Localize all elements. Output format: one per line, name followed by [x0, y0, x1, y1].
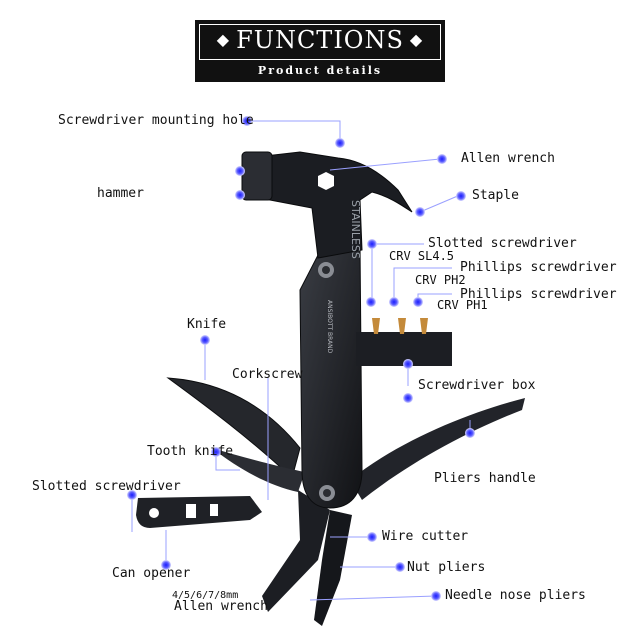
marker-dot-icon: [235, 190, 245, 200]
marker-dot-icon: [431, 591, 441, 601]
can-opener-arm: [136, 496, 262, 528]
marker-dot-icon: [415, 207, 425, 217]
tool-brand: ANSIBOTT BRAND: [326, 300, 333, 354]
marker-dot-icon: [335, 138, 345, 148]
code-crv-ph2: CRV PH2: [415, 273, 466, 287]
leader-line: [393, 267, 452, 302]
pliers-handle: [350, 398, 525, 500]
marker-dot-icon: [242, 116, 252, 126]
label-staple: Staple: [472, 188, 519, 203]
code-crv-ph1: CRV PH1: [437, 298, 488, 312]
banner-title-text: FUNCTIONS: [236, 26, 404, 54]
marker-dot-icon: [403, 393, 413, 403]
label-knife: Knife: [187, 317, 227, 332]
label-phillips-screwdriver-1: Phillips screwdriver: [460, 260, 617, 275]
marker-dot-icon: [389, 297, 399, 307]
marker-dot-icon: [413, 297, 423, 307]
label-tooth-knife: Tooth knife: [147, 444, 234, 459]
leader-line: [329, 158, 441, 171]
diamond-icon: ◆: [216, 30, 231, 49]
knife-blade: [166, 377, 301, 479]
label-screwdriver-box: Screwdriver box: [418, 378, 536, 393]
banner-title: ◆ FUNCTIONS ◆: [195, 26, 445, 54]
hammer-head: [247, 151, 413, 259]
marker-dot-icon: [456, 191, 466, 201]
label-allen-wrench-bottom: Allen wrench: [174, 599, 268, 614]
leader-line: [215, 452, 240, 471]
leader-line: [419, 194, 461, 213]
tooth-knife: [212, 448, 305, 492]
functions-banner: ◆ FUNCTIONS ◆ Product details: [195, 20, 445, 82]
marker-dot-icon: [403, 359, 413, 369]
label-corkscrew: Corkscrew: [232, 367, 303, 382]
label-pliers-handle: Pliers handle: [434, 471, 536, 486]
leader-line: [309, 595, 437, 601]
leader-line: [244, 120, 341, 143]
marker-dot-icon: [235, 166, 245, 176]
banner-subtitle: Product details: [257, 64, 383, 77]
tool-stamp: STAINLESS: [349, 200, 362, 259]
marker-dot-icon: [465, 428, 475, 438]
bit-box: [356, 332, 452, 366]
label-slotted-screwdriver-tool: Slotted screwdriver: [32, 479, 181, 494]
label-can-opener: Can opener: [112, 566, 191, 581]
pliers-jaw-left: [262, 490, 330, 612]
code-crv-sl: CRV SL4.5: [389, 249, 455, 263]
marker-dot-icon: [127, 490, 137, 500]
label-screwdriver-mounting-hole: Screwdriver mounting hole: [58, 113, 254, 128]
marker-dot-icon: [367, 532, 377, 542]
label-needle-nose-pliers: Needle nose pliers: [445, 588, 586, 603]
diamond-icon: ◆: [409, 30, 424, 49]
label-nut-pliers: Nut pliers: [407, 560, 486, 575]
marker-dot-icon: [437, 154, 447, 164]
marker-dot-icon: [161, 560, 171, 570]
label-allen-wrench-top: Allen wrench: [461, 151, 555, 166]
label-wire-cutter: Wire cutter: [382, 529, 469, 544]
banner-frame: [199, 24, 441, 60]
label-phillips-screwdriver-2: Phillips screwdriver: [460, 287, 617, 302]
pliers-jaw-right: [314, 510, 352, 626]
label-allen-sizes: 4/5/6/7/8mm: [172, 590, 239, 601]
main-handle: [299, 244, 363, 509]
label-slotted-screwdriver-bit: Slotted screwdriver: [428, 236, 577, 251]
marker-dot-icon: [367, 239, 377, 249]
label-hammer: hammer: [97, 186, 144, 201]
marker-dot-icon: [200, 335, 210, 345]
marker-dot-icon: [211, 447, 221, 457]
marker-dot-icon: [395, 562, 405, 572]
marker-dot-icon: [366, 297, 376, 307]
